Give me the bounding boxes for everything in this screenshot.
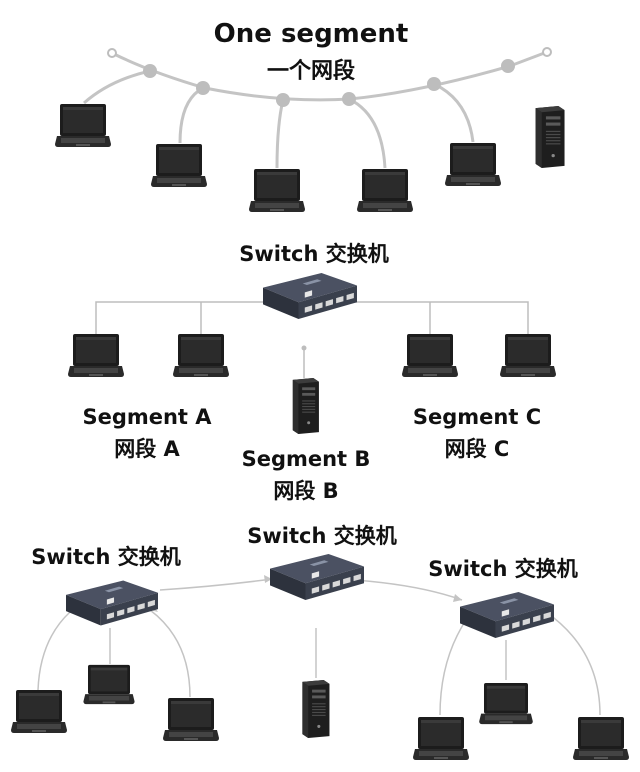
laptop-icon: [445, 143, 501, 186]
segment-b-label: Segment B: [242, 447, 371, 471]
network-switch-icon: [270, 554, 364, 600]
bottom-switch-center-label: Switch 交换机: [247, 524, 396, 548]
bottom-wires: [37, 578, 601, 716]
laptop-icon: [249, 169, 305, 212]
laptop-icon: [413, 717, 469, 760]
laptop-icon: [500, 334, 556, 377]
segment-b-cn: 网段 B: [273, 479, 338, 503]
laptop-icon: [151, 144, 207, 187]
network-switch-icon: [66, 580, 158, 626]
bottom-switch-right-label: Switch 交换机: [428, 557, 577, 581]
segment-a-cn: 网段 A: [114, 437, 180, 461]
wire-end-dot: [301, 345, 307, 351]
laptop-icon: [11, 690, 67, 733]
desktop-tower-icon: [302, 680, 330, 738]
desktop-tower-icon: [535, 106, 565, 168]
laptop-icon: [68, 334, 124, 377]
laptop-icon: [173, 334, 229, 377]
segment-c-label: Segment C: [413, 405, 541, 429]
laptop-icon: [83, 664, 135, 705]
segment-a-label: Segment A: [82, 405, 212, 429]
middle-switch-label: Switch 交换机: [239, 242, 388, 266]
network-switch-icon: [263, 273, 357, 319]
laptop-icon: [163, 698, 219, 741]
laptop-icon: [402, 334, 458, 377]
laptop-icon: [479, 682, 533, 725]
laptop-icon: [357, 169, 413, 212]
top-subtitle: 一个网段: [267, 58, 355, 84]
top-title: One segment: [214, 19, 409, 49]
bottom-switch-left-label: Switch 交换机: [31, 545, 180, 569]
laptop-icon: [573, 717, 629, 760]
laptop-icon: [55, 104, 111, 147]
segment-c-cn: 网段 C: [445, 437, 510, 461]
desktop-tower-icon: [292, 378, 319, 434]
bus-line: [111, 50, 548, 102]
bus-nodes: [107, 47, 552, 107]
network-switch-icon: [460, 592, 554, 638]
bus-drop-lines: [83, 69, 475, 169]
middle-wires: [95, 301, 529, 378]
